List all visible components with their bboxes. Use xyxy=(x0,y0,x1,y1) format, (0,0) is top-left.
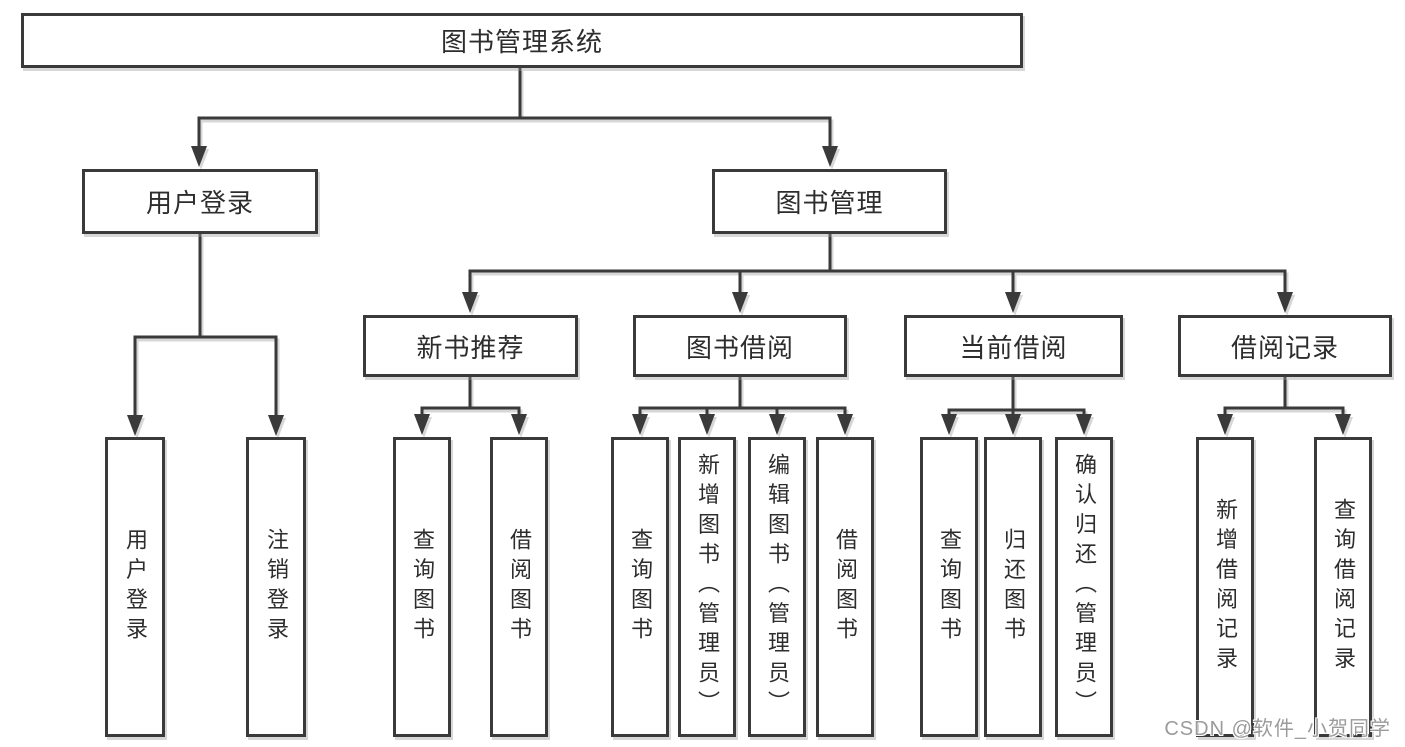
arrowhead xyxy=(1335,414,1351,435)
node-borrow-record: 借阅记录 xyxy=(1178,315,1392,377)
connector-borrow-record-to-leaves xyxy=(1217,377,1351,435)
connector-branch xyxy=(420,406,521,415)
arrowhead xyxy=(1005,414,1021,435)
node-root-label: 图书管理系统 xyxy=(440,27,603,57)
arrowhead xyxy=(462,292,478,313)
leaf-query-books-recommend: 查询图书 xyxy=(393,437,451,737)
node-book-borrow: 图书借阅 xyxy=(633,315,847,377)
leaf-user-login: 用户登录 xyxy=(105,437,165,737)
arrowhead xyxy=(1005,292,1021,313)
arrowhead xyxy=(511,414,527,435)
connector-branch xyxy=(133,335,278,416)
connector-root-to-level2 xyxy=(191,68,838,167)
arrowhead xyxy=(191,146,207,167)
leaf-add-borrow-record: 新增借阅记录 xyxy=(1196,437,1254,737)
node-user-login: 用户登录 xyxy=(82,169,318,234)
connector-branch xyxy=(638,406,847,415)
leaf-logout-label: 注销登录 xyxy=(264,527,289,647)
leaf-add-books-admin: 新增图书（管理员） xyxy=(678,437,736,737)
arrowhead xyxy=(822,146,838,167)
leaf-borrow-books-recommend: 借阅图书 xyxy=(490,437,548,737)
leaf-add-borrow-record-label: 新增借阅记录 xyxy=(1213,497,1238,677)
connector-current-borrow-to-leaves xyxy=(941,377,1092,435)
leaf-query-books-borrow-label: 查询图书 xyxy=(628,527,653,647)
leaf-query-books-recommend-label: 查询图书 xyxy=(410,527,435,647)
node-book-borrow-label: 图书借阅 xyxy=(685,332,794,363)
leaf-query-books-current: 查询图书 xyxy=(920,437,978,737)
node-root: 图书管理系统 xyxy=(21,13,1023,68)
leaf-borrow-books-label: 借阅图书 xyxy=(833,527,858,647)
arrowhead xyxy=(414,414,430,435)
leaf-borrow-books-recommend-label: 借阅图书 xyxy=(507,527,532,647)
node-book-management-label: 图书管理 xyxy=(775,188,884,218)
arrowhead xyxy=(1076,414,1092,435)
connector-new-book-rec-to-leaves xyxy=(414,377,527,435)
leaf-add-books-admin-label: 新增图书（管理员） xyxy=(695,453,720,721)
leaf-user-login-label: 用户登录 xyxy=(123,527,148,647)
arrowhead xyxy=(127,415,143,436)
node-current-borrow-label: 当前借阅 xyxy=(959,332,1068,363)
connector-branch xyxy=(947,408,1086,415)
arrowhead xyxy=(732,292,748,313)
arrowhead xyxy=(632,414,648,435)
node-new-book-recommend-label: 新书推荐 xyxy=(416,332,525,363)
node-book-management: 图书管理 xyxy=(712,169,947,234)
arrowhead xyxy=(1217,414,1233,435)
connector-book-mgmt-to-level3 xyxy=(462,234,1293,313)
leaf-query-books-borrow: 查询图书 xyxy=(611,437,669,737)
arrowhead xyxy=(268,415,284,436)
node-current-borrow: 当前借阅 xyxy=(904,315,1123,377)
node-user-login-label: 用户登录 xyxy=(145,188,254,218)
leaf-query-borrow-record: 查询借阅记录 xyxy=(1314,437,1372,737)
arrowhead xyxy=(769,414,785,435)
leaf-edit-books-admin-label: 编辑图书（管理员） xyxy=(765,453,790,721)
arrowhead xyxy=(1277,292,1293,313)
connector-branch xyxy=(468,269,1287,293)
leaf-borrow-books: 借阅图书 xyxy=(816,437,874,737)
node-borrow-record-label: 借阅记录 xyxy=(1230,332,1339,363)
leaf-return-books-label: 归还图书 xyxy=(1001,527,1026,647)
connector-branch xyxy=(197,116,832,147)
arrowhead xyxy=(837,414,853,435)
csdn-watermark: CSDN @软件_小贺同学 xyxy=(1164,718,1391,740)
connector-user-login-to-leaves xyxy=(127,234,284,436)
arrowhead xyxy=(699,414,715,435)
arrowhead xyxy=(941,414,957,435)
leaf-query-books-current-label: 查询图书 xyxy=(937,527,962,647)
leaf-query-borrow-record-label: 查询借阅记录 xyxy=(1331,497,1356,677)
leaf-edit-books-admin: 编辑图书（管理员） xyxy=(748,437,806,737)
connector-book-borrow-to-leaves xyxy=(632,377,853,435)
connector-branch xyxy=(1223,406,1345,415)
leaf-return-books: 归还图书 xyxy=(984,437,1042,737)
node-new-book-recommend: 新书推荐 xyxy=(363,315,578,377)
leaf-confirm-return-admin: 确认归还（管理员） xyxy=(1055,437,1113,737)
leaf-logout: 注销登录 xyxy=(246,437,306,737)
leaf-confirm-return-admin-label: 确认归还（管理员） xyxy=(1072,453,1097,721)
